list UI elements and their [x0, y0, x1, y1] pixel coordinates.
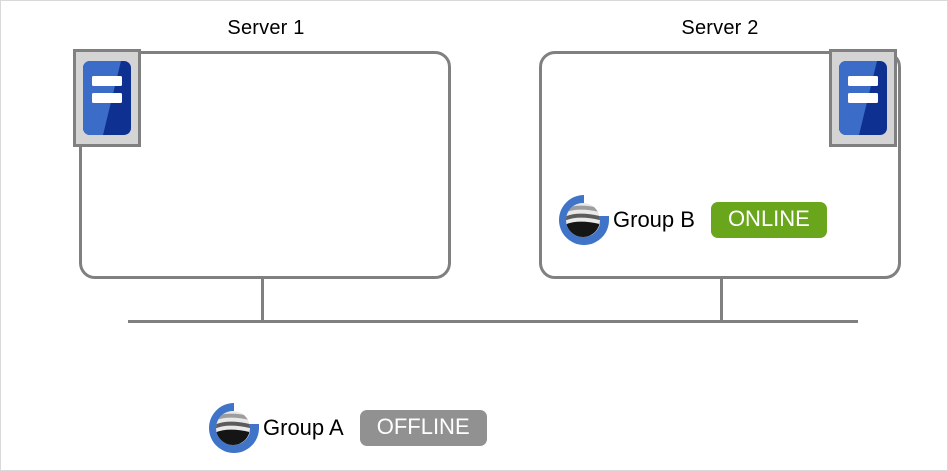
group-a-label: Group A	[263, 415, 344, 440]
group-globe-g-icon	[209, 403, 259, 453]
group-b-label: Group B	[613, 207, 695, 232]
group-a-status-badge[interactable]: OFFLINE	[359, 410, 487, 446]
shared-network-bus	[128, 320, 858, 323]
server-1-title: Server 1	[227, 17, 305, 39]
group-a-row[interactable]: Group A OFFLINE	[207, 401, 487, 455]
group-globe-g-icon	[559, 195, 609, 245]
server-machine-icon	[829, 49, 897, 147]
server-1-box[interactable]	[79, 51, 451, 279]
server-2-title: Server 2	[681, 17, 759, 39]
server-machine-icon	[73, 49, 141, 147]
server-2-network-drop	[720, 279, 723, 322]
server-1-network-drop	[261, 279, 264, 322]
group-b-status-badge[interactable]: ONLINE	[710, 202, 827, 238]
group-b-row[interactable]: Group B ONLINE	[557, 193, 827, 247]
